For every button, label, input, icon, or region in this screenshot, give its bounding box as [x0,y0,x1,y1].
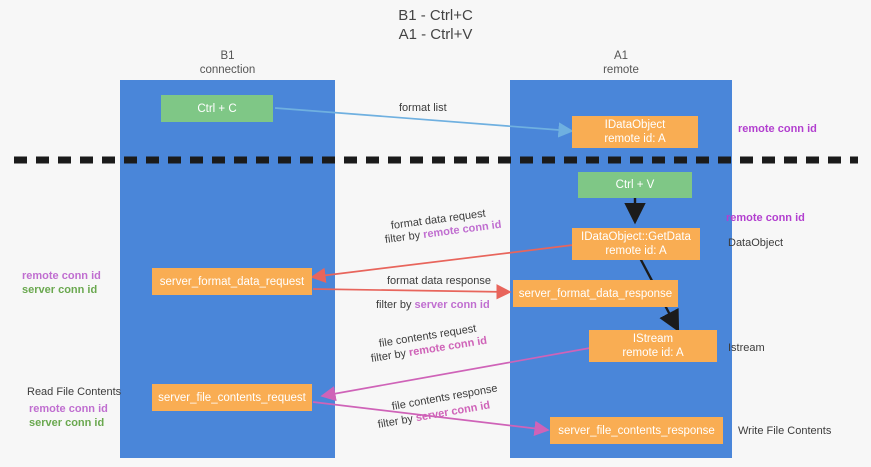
filter-prefix-1: filter by [384,229,424,246]
node-server-file-contents-request[interactable]: server_file_contents_request [152,384,312,411]
node-getdata-line1: IDataObject::GetData [581,231,691,243]
note-right-remote-conn-id-mid: remote conn id [726,212,805,224]
node-ctrl-c[interactable]: Ctrl + C [161,95,273,122]
node-istream[interactable]: IStream remote id: A [589,330,717,362]
lane-header-b1: B1 connection [120,49,335,77]
diagram-title: B1 - Ctrl+C A1 - Ctrl+V [0,6,871,44]
lane-header-a1-line2: remote [603,64,639,76]
node-istream-line1: IStream [632,333,674,345]
filter-key-2: server conn id [414,299,490,311]
node-istream-line2: remote id: A [622,347,684,359]
node-server-format-data-response-label: server_format_data_response [518,287,673,300]
node-ctrl-c-line1: Ctrl + C [197,102,237,115]
node-server-format-data-response[interactable]: server_format_data_response [513,280,678,307]
note-left-read-file-contents: Read File Contents [27,386,122,398]
filter-prefix-4: filter by [376,412,417,431]
node-getdata[interactable]: IDataObject::GetData remote id: A [572,228,700,260]
edge-label-format-list: format list [399,102,447,114]
node-idataobject-top-line1: IDataObject [604,119,666,131]
title-line-1: B1 - Ctrl+C [398,7,473,24]
edge-format-data-response [312,284,512,300]
lane-header-a1-line1: A1 [613,50,629,62]
lane-header-b1-line1: B1 [220,50,235,62]
note-right-write-file-contents: Write File Contents [738,425,832,437]
node-getdata-line2: remote id: A [605,245,667,257]
edge-label-format-data-response-filter: filter by server conn id [376,298,490,312]
filter-prefix-3: filter by [370,347,410,365]
filter-prefix-2: filter by [376,299,415,311]
note-left-remote-conn-id-bottom: remote conn id [29,403,108,415]
note-left-remote-conn-id-mid: remote conn id [22,270,101,282]
node-server-file-contents-request-label: server_file_contents_request [158,391,306,404]
note-right-remote-conn-id-top: remote conn id [738,123,817,135]
node-server-format-data-request-label: server_format_data_request [159,275,305,288]
node-idataobject-top-line2: remote id: A [604,133,666,145]
node-server-format-data-request[interactable]: server_format_data_request [152,268,312,295]
lane-header-b1-line2: connection [199,64,256,76]
node-idataobject-top[interactable]: IDataObject remote id: A [572,116,698,148]
note-left-server-conn-id-bottom: server conn id [29,417,105,429]
title-line-2: A1 - Ctrl+V [398,26,473,43]
node-ctrl-v[interactable]: Ctrl + V [578,172,692,198]
node-ctrl-v-line1: Ctrl + V [615,179,655,191]
node-server-file-contents-response[interactable]: server_file_contents_response [550,417,723,444]
note-right-dataobject: DataObject [728,237,784,249]
note-left-server-conn-id-mid: server conn id [22,284,98,296]
node-server-file-contents-response-label: server_file_contents_response [558,424,715,437]
lane-header-a1: A1 remote [510,49,732,77]
edge-label-format-data-response: format data response [387,275,491,287]
note-right-istream: Istream [728,342,765,354]
